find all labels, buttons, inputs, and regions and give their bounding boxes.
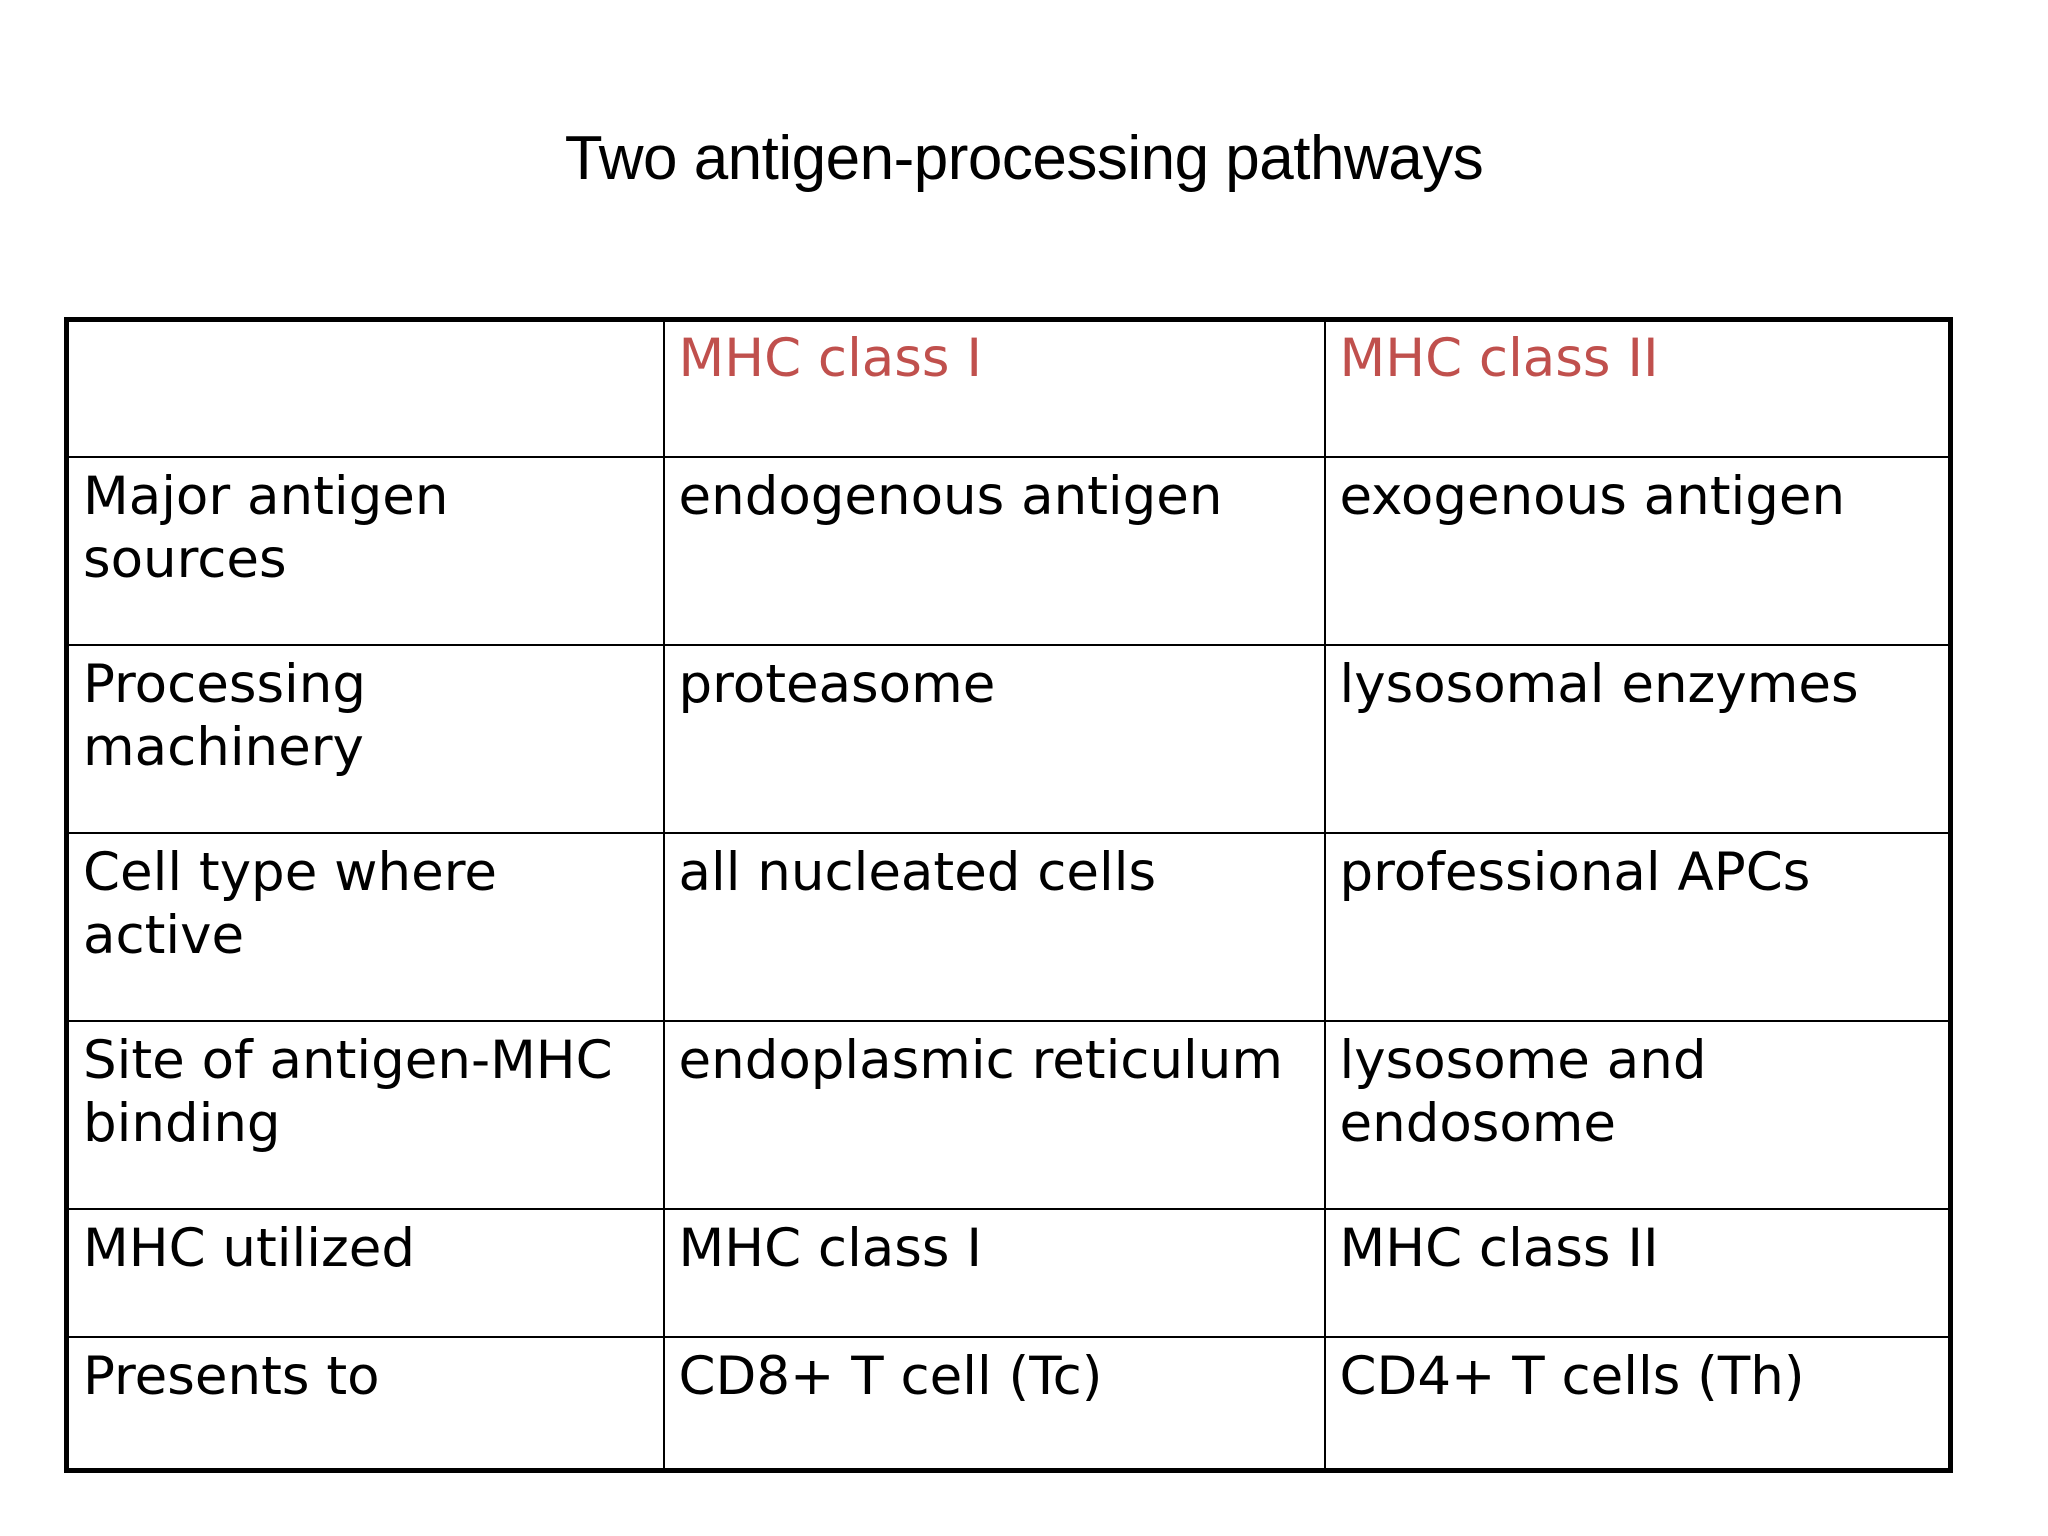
antigen-processing-comparison-table: MHC class I MHC class II Major antigen s… <box>64 317 1953 1473</box>
cell-class-ii-cell-type-where-active: professional APCs <box>1323 832 1952 1022</box>
cell-class-i-processing-machinery: proteasome <box>662 644 1326 834</box>
column-header-feature <box>65 318 665 458</box>
cell-feature-presents-to: Presents to <box>65 1336 665 1472</box>
cell-feature-mhc-utilized: MHC utilized <box>65 1208 665 1338</box>
cell-class-ii-major-antigen-sources: exogenous antigen <box>1323 456 1952 646</box>
table-row: Processing machinery proteasome lysosoma… <box>65 644 1952 834</box>
cell-feature-major-antigen-sources: Major antigen sources <box>65 456 665 646</box>
cell-class-i-major-antigen-sources: endogenous antigen <box>662 456 1326 646</box>
table-row: Major antigen sources endogenous antigen… <box>65 456 1952 646</box>
cell-class-i-mhc-utilized: MHC class I <box>662 1208 1326 1338</box>
table-row: Cell type where active all nucleated cel… <box>65 832 1952 1022</box>
column-header-mhc-class-i: MHC class I <box>662 318 1326 458</box>
cell-class-i-cell-type-where-active: all nucleated cells <box>662 832 1326 1022</box>
cell-class-ii-mhc-utilized: MHC class II <box>1323 1208 1952 1338</box>
cell-feature-site-of-antigen-mhc-binding: Site of antigen-MHC binding <box>65 1020 665 1210</box>
table-row: MHC utilized MHC class I MHC class II <box>65 1208 1952 1338</box>
cell-class-ii-processing-machinery: lysosomal enzymes <box>1323 644 1952 834</box>
page-title: Two antigen-processing pathways <box>564 124 1484 193</box>
table-header-row: MHC class I MHC class II <box>65 318 1952 458</box>
table-row: Presents to CD8+ T cell (Tc) CD4+ T cell… <box>65 1336 1952 1472</box>
cell-class-i-site-of-antigen-mhc-binding: endoplasmic reticulum <box>662 1020 1326 1210</box>
cell-class-ii-site-of-antigen-mhc-binding: lysosome and endosome <box>1323 1020 1952 1210</box>
cell-feature-processing-machinery: Processing machinery <box>65 644 665 834</box>
cell-class-i-presents-to: CD8+ T cell (Tc) <box>662 1336 1326 1472</box>
column-header-mhc-class-ii: MHC class II <box>1323 318 1952 458</box>
table-row: Site of antigen-MHC binding endoplasmic … <box>65 1020 1952 1210</box>
cell-class-ii-presents-to: CD4+ T cells (Th) <box>1323 1336 1952 1472</box>
cell-feature-cell-type-where-active: Cell type where active <box>65 832 665 1022</box>
